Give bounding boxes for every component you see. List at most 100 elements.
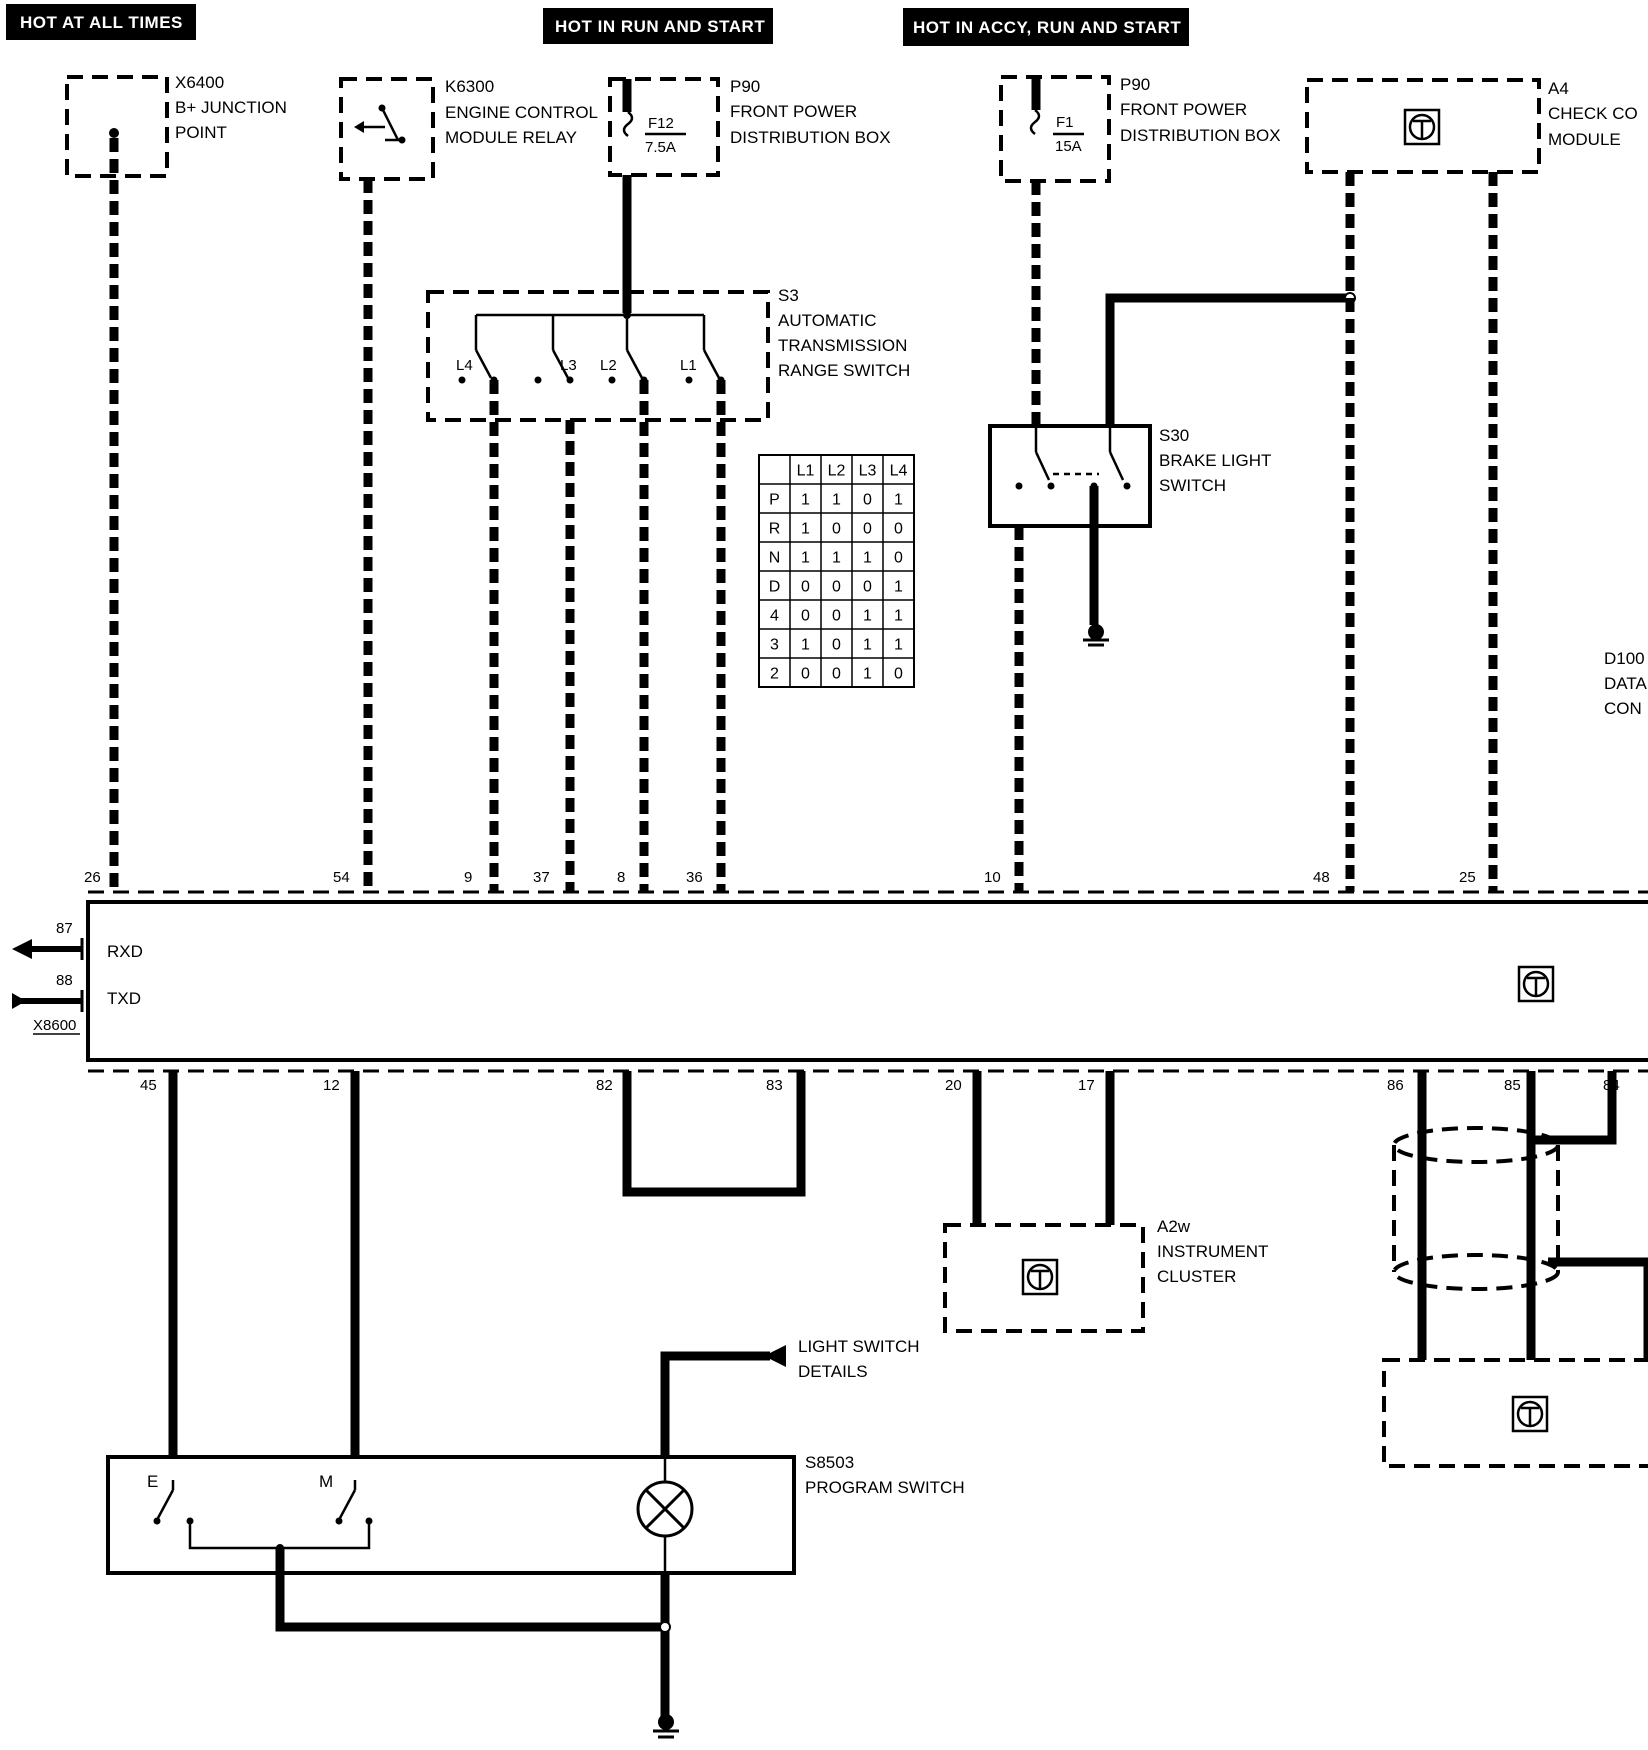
a4-line1: CHECK CO bbox=[1548, 104, 1638, 123]
a2w-module-icon bbox=[1021, 1258, 1059, 1296]
k6300-id: K6300 bbox=[445, 77, 494, 96]
a4-id: A4 bbox=[1548, 79, 1569, 98]
truth-table-cell: 1 bbox=[801, 492, 810, 509]
truth-table-cell: 1 bbox=[863, 637, 872, 654]
p90-f1-fuse: F1 15A P90 FRONT POWER DISTRIBUTION BOX bbox=[999, 75, 1281, 183]
p90-right-line1: FRONT POWER bbox=[1120, 100, 1247, 119]
ecm-bottom-pin-12: 12 bbox=[323, 1077, 340, 1094]
k6300-relay: K6300 ENGINE CONTROL MODULE RELAY bbox=[339, 77, 598, 181]
pin-87: 87 bbox=[56, 920, 73, 937]
a2w-line1: INSTRUMENT bbox=[1157, 1242, 1268, 1261]
a2w-instrument-cluster: A2w INSTRUMENT CLUSTER bbox=[943, 1217, 1268, 1333]
truth-table-cell: P bbox=[769, 492, 780, 509]
engine-control-module: RXD TXD bbox=[86, 900, 1648, 1062]
truth-table-cell: 1 bbox=[863, 550, 872, 567]
s8503-line1: PROGRAM SWITCH bbox=[805, 1478, 965, 1497]
truth-table-cell: 0 bbox=[863, 521, 872, 538]
ground-icon bbox=[1083, 624, 1109, 647]
header-hot-at-all-times: HOT AT ALL TIMES bbox=[6, 4, 196, 40]
s30-line1: BRAKE LIGHT bbox=[1159, 451, 1271, 470]
truth-table-cell: 0 bbox=[832, 666, 841, 683]
ecm-bottom-pin-86: 86 bbox=[1387, 1077, 1404, 1094]
truth-table-cell: 1 bbox=[801, 637, 810, 654]
wire-program-switch-ground-loop bbox=[275, 1548, 665, 1632]
truth-table-cell: 1 bbox=[801, 521, 810, 538]
p90-left-line1: FRONT POWER bbox=[730, 102, 857, 121]
truth-table-cell: 0 bbox=[894, 550, 903, 567]
s3-line3: RANGE SWITCH bbox=[778, 361, 910, 380]
rxd-arrow-icon bbox=[12, 938, 84, 960]
ecm-bottom-pin-45: 45 bbox=[140, 1077, 157, 1094]
truth-table-cell: 0 bbox=[863, 492, 872, 509]
a4-line2: MODULE bbox=[1548, 130, 1621, 149]
ecm-bottom-pin-83: 83 bbox=[766, 1077, 783, 1094]
ecm-top-pin-10: 10 bbox=[984, 869, 1001, 886]
truth-table-cell: 0 bbox=[863, 579, 872, 596]
ecm-top-pin-8: 8 bbox=[617, 869, 625, 886]
truth-table-cell: 0 bbox=[832, 608, 841, 625]
f1-fuse-id: F1 bbox=[1056, 114, 1074, 131]
p90-left-id: P90 bbox=[730, 77, 760, 96]
light-switch-line1: LIGHT SWITCH bbox=[798, 1337, 920, 1356]
light-switch-connector-icon bbox=[764, 1345, 786, 1367]
s3-id: S3 bbox=[778, 286, 799, 305]
s30-brake-light-switch: S30 BRAKE LIGHT SWITCH bbox=[988, 424, 1271, 528]
k6300-line2: MODULE RELAY bbox=[445, 128, 577, 147]
truth-table-cell: 3 bbox=[770, 637, 779, 654]
truth-table-header-cell: L3 bbox=[859, 463, 877, 480]
x6400-line1: B+ JUNCTION bbox=[175, 98, 287, 117]
wire-s30-to-a4 bbox=[1105, 293, 1350, 428]
p90-right-id: P90 bbox=[1120, 75, 1150, 94]
truth-table-header-cell: L4 bbox=[890, 463, 908, 480]
ecm-module-icon bbox=[1517, 965, 1555, 1003]
ecm-top-pin-36: 36 bbox=[686, 869, 703, 886]
shield-cylinder-icon bbox=[1392, 1126, 1560, 1291]
s3-contact-l2: L2 bbox=[600, 357, 617, 374]
f12-fuse-id: F12 bbox=[648, 115, 674, 132]
truth-table-cell: 0 bbox=[801, 579, 810, 596]
truth-table-cell: D bbox=[769, 579, 781, 596]
truth-table-cell: 1 bbox=[801, 550, 810, 567]
truth-table-cell: 4 bbox=[770, 608, 779, 625]
pin-88: 88 bbox=[56, 972, 73, 989]
s3-contact-l1: L1 bbox=[680, 357, 697, 374]
x6400-id: X6400 bbox=[175, 73, 224, 92]
truth-table-cell: R bbox=[769, 521, 781, 538]
truth-table-header-cell: L1 bbox=[797, 463, 815, 480]
wire-pin-84 bbox=[1531, 1071, 1617, 1145]
ecm-top-pin-54: 54 bbox=[333, 869, 350, 886]
s3-line2: TRANSMISSION bbox=[778, 336, 907, 355]
s3-line1: AUTOMATIC bbox=[778, 311, 877, 330]
truth-table-cell: 0 bbox=[894, 666, 903, 683]
header-hot-in-run-and-start: HOT IN RUN AND START bbox=[543, 8, 773, 44]
ecm-top-pin-25: 25 bbox=[1459, 869, 1476, 886]
a4-module-icon bbox=[1403, 108, 1441, 146]
a2w-line2: CLUSTER bbox=[1157, 1267, 1236, 1286]
truth-table-cell: 1 bbox=[863, 666, 872, 683]
truth-table-cell: 1 bbox=[894, 579, 903, 596]
ecm-bottom-pin-20: 20 bbox=[945, 1077, 962, 1094]
ecm-txd-label: TXD bbox=[107, 989, 141, 1008]
x6400-line2: POINT bbox=[175, 123, 227, 142]
ecm-top-pin-48: 48 bbox=[1313, 869, 1330, 886]
truth-table-cell: 1 bbox=[894, 608, 903, 625]
d100-line2: CON bbox=[1604, 699, 1642, 718]
wire-pin-82-83-loop bbox=[622, 1071, 806, 1197]
truth-table-cell: 1 bbox=[894, 637, 903, 654]
light-switch-line2: DETAILS bbox=[798, 1362, 868, 1381]
lower-right-module bbox=[1382, 1358, 1648, 1468]
x6400-junction-point: X6400 B+ JUNCTION POINT bbox=[65, 73, 287, 178]
ecm-bottom-pin-17: 17 bbox=[1078, 1077, 1095, 1094]
truth-table-cell: 2 bbox=[770, 666, 779, 683]
ecm-bottom-pin-82: 82 bbox=[596, 1077, 613, 1094]
lower-right-module-icon bbox=[1511, 1395, 1549, 1433]
truth-table-cell: 1 bbox=[863, 608, 872, 625]
s30-line2: SWITCH bbox=[1159, 476, 1226, 495]
d100-id: D100 bbox=[1604, 649, 1645, 668]
d100-line1: DATA bbox=[1604, 674, 1647, 693]
truth-table-cell: 0 bbox=[832, 521, 841, 538]
truth-table-cell: N bbox=[769, 550, 781, 567]
